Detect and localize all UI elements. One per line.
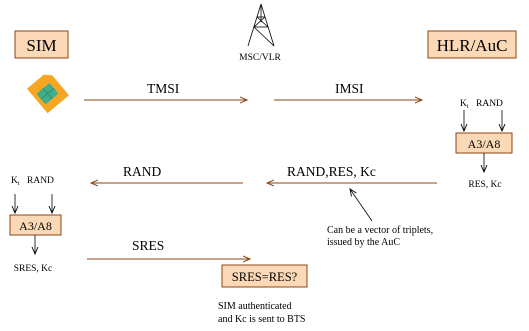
sim-card-icon [26,74,70,114]
sim-label: SIM [26,36,56,55]
auth-note-line1: SIM authenticated [218,301,292,312]
hlr-auc-node: HLR/AuC [427,30,517,59]
hlr-auc-label: HLR/AuC [437,36,508,55]
tmsi-label: TMSI [147,81,180,96]
msc-vlr-label: MSC/VLR [239,53,281,63]
triplet-label: RAND,RES, Kc [287,164,376,179]
vector-note-line1: Can be a vector of triplets, [327,225,433,236]
vector-note-pointer [350,189,373,222]
compare-label: SRES=RES? [232,270,298,284]
sim-algo-label: A3/A8 [19,219,52,233]
auc-ki-label: Ki [460,99,469,110]
sres-label: SRES [132,238,164,253]
auc-a3a8-block: Ki RAND A3/A8 RES, Kc [455,99,513,190]
compare-node: SRES=RES? [221,264,308,288]
imsi-label: IMSI [335,81,364,96]
sim-a3a8-block: Ki RAND A3/A8 SRES, Kc [9,176,62,274]
sim-output-label: SRES, Kc [14,264,53,274]
sim-node: SIM [14,30,69,59]
auc-rand-label: RAND [476,99,503,109]
auc-output-label: RES, Kc [468,180,501,190]
tower-icon [247,3,275,47]
sim-rand-label: RAND [27,176,54,186]
vector-note-line2: issued by the AuC [327,237,400,248]
auc-algo-label: A3/A8 [468,137,501,151]
sim-ki-label: Ki [11,176,20,187]
rand-label: RAND [123,164,162,179]
auth-note-line2: and Kc is sent to BTS [218,314,306,325]
